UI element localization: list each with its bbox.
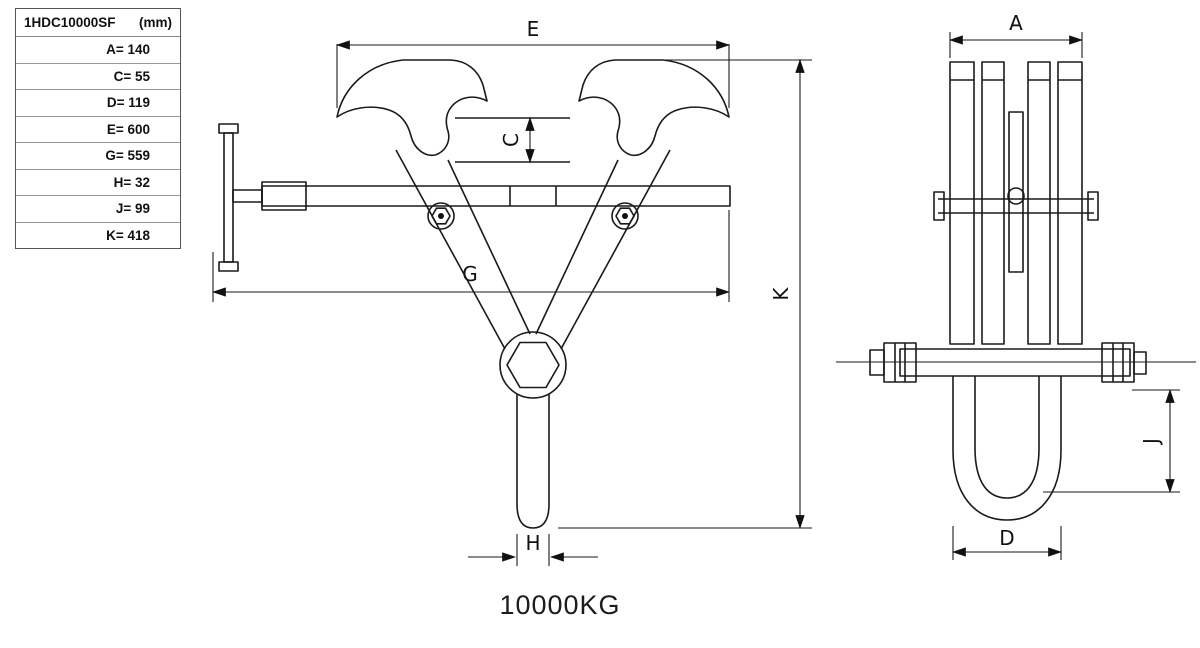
table-row-h: H= 32: [16, 170, 180, 196]
dim-label-A: A: [1009, 11, 1023, 35]
pivot-bolt: [499, 331, 567, 399]
unit-label: (mm): [139, 15, 172, 30]
capacity-label: 10000KG: [499, 590, 621, 620]
table-row-k: K= 418: [106, 227, 150, 243]
table-header: 1HDC10000SF (mm): [16, 9, 180, 37]
pivot-pin-side: [836, 342, 1196, 383]
arm-bolt-left: [427, 202, 455, 230]
front-view: [218, 59, 731, 529]
dimension-D: D: [951, 526, 1063, 560]
cross-bolt: [933, 191, 1099, 221]
dim-label-H: H: [525, 531, 540, 555]
shackle-shank: [516, 394, 550, 529]
dim-label-C: C: [499, 133, 523, 147]
dimension-G: G: [211, 210, 731, 302]
dimension-C: C: [499, 116, 535, 164]
dim-label-G: G: [462, 262, 478, 286]
jaw-hooks: [336, 59, 730, 163]
dim-label-E: E: [527, 17, 540, 41]
table-row-g: G= 559: [16, 143, 180, 170]
table-row-d: D= 119: [16, 90, 180, 117]
adjusting-screw: [218, 123, 263, 272]
arm-bolt-right: [611, 202, 639, 230]
dimension-table: 1HDC10000SF (mm) A= 140 C= 55 D= 119 E= …: [15, 8, 181, 249]
side-view: [836, 61, 1196, 521]
center-rod: [1007, 111, 1025, 273]
side-plates: [949, 61, 1083, 345]
dim-label-K: K: [769, 287, 793, 301]
dim-label-D: D: [999, 526, 1014, 550]
dimension-J: J: [1043, 388, 1180, 494]
clamp-arms: [395, 149, 671, 350]
dim-label-J: J: [1139, 438, 1163, 446]
model-number: 1HDC10000SF: [24, 15, 116, 30]
dimension-K: K: [558, 58, 812, 530]
dimension-A: A: [948, 11, 1084, 58]
beam-bar: [261, 181, 731, 211]
dimension-E: E: [335, 17, 731, 108]
dimension-H: H: [468, 531, 598, 566]
table-row-e: E= 600: [16, 117, 180, 143]
table-row-j: J= 99: [16, 196, 180, 223]
shackle-bow: [952, 376, 1062, 521]
table-row-c: C= 55: [16, 64, 180, 90]
table-row-a: A= 140: [16, 37, 180, 64]
